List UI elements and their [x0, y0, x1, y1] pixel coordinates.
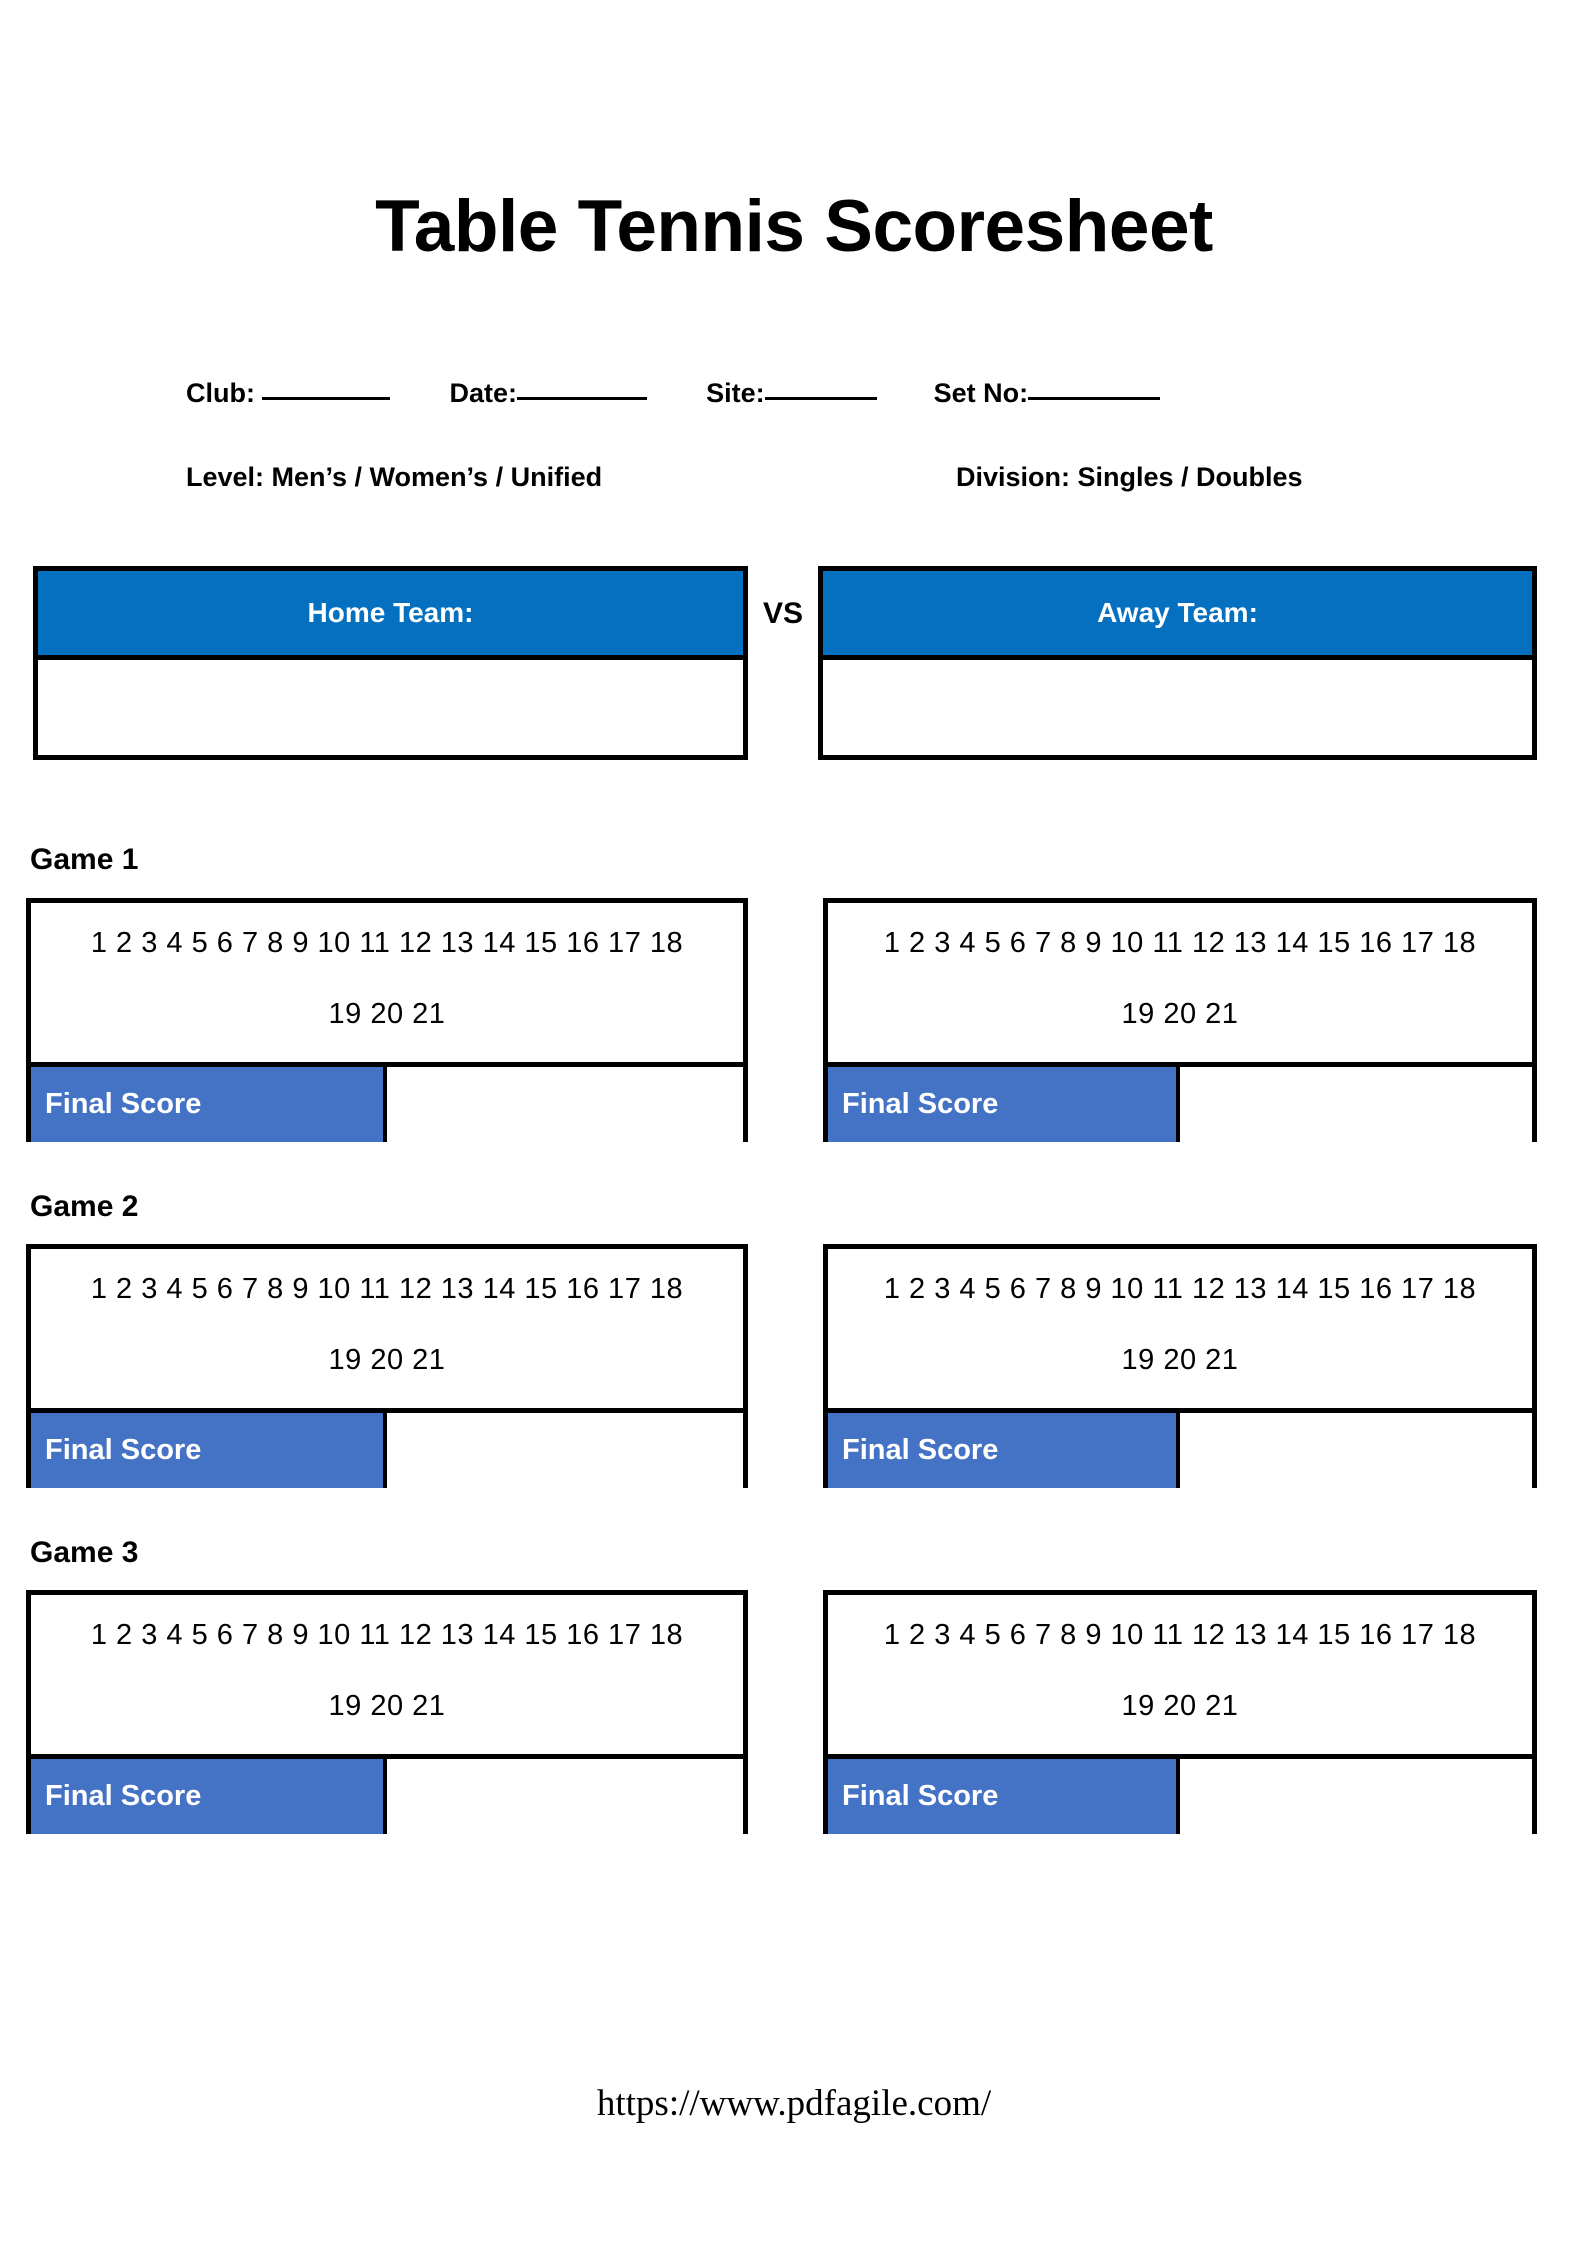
- level-division-row: Level: Men’s / Women’s / Unified Divisio…: [186, 462, 1406, 502]
- division-options[interactable]: Division: Singles / Doubles: [956, 462, 1303, 492]
- number-line-1: 1 2 3 4 5 6 7 8 9 10 11 12 13 14 15 16 1…: [90, 1619, 684, 1651]
- game-1-home-number-grid[interactable]: 1 2 3 4 5 6 7 8 9 10 11 12 13 14 15 16 1…: [31, 903, 743, 1067]
- game-2-away-number-grid[interactable]: 1 2 3 4 5 6 7 8 9 10 11 12 13 14 15 16 1…: [828, 1249, 1532, 1413]
- number-line-1: 1 2 3 4 5 6 7 8 9 10 11 12 13 14 15 16 1…: [883, 927, 1477, 959]
- away-team-box: Away Team:: [818, 566, 1537, 760]
- game-3-away-final-row: Final Score: [828, 1759, 1532, 1834]
- game-3-home-number-grid[interactable]: 1 2 3 4 5 6 7 8 9 10 11 12 13 14 15 16 1…: [31, 1595, 743, 1759]
- number-line-1: 1 2 3 4 5 6 7 8 9 10 11 12 13 14 15 16 1…: [883, 1619, 1477, 1651]
- final-score-label: Final Score: [828, 1759, 1180, 1834]
- game-3-label: Game 3: [30, 1536, 139, 1569]
- final-score-input[interactable]: [387, 1413, 743, 1488]
- final-score-input[interactable]: [387, 1067, 743, 1142]
- game-1-away-score-box: 1 2 3 4 5 6 7 8 9 10 11 12 13 14 15 16 1…: [823, 898, 1537, 1142]
- final-score-label: Final Score: [828, 1413, 1180, 1488]
- game-3-away-number-grid[interactable]: 1 2 3 4 5 6 7 8 9 10 11 12 13 14 15 16 1…: [828, 1595, 1532, 1759]
- final-score-input[interactable]: [1180, 1759, 1532, 1834]
- game-2-home-number-grid[interactable]: 1 2 3 4 5 6 7 8 9 10 11 12 13 14 15 16 1…: [31, 1249, 743, 1413]
- set-no-field: Set No:: [934, 378, 1161, 409]
- date-input-line[interactable]: [517, 397, 648, 400]
- set-no-label: Set No:: [933, 378, 1029, 408]
- final-score-input[interactable]: [387, 1759, 743, 1834]
- home-team-entry-field[interactable]: [38, 660, 743, 755]
- club-label: Club:: [186, 378, 263, 408]
- game-2-label: Game 2: [30, 1190, 139, 1223]
- game-1-home-score-box: 1 2 3 4 5 6 7 8 9 10 11 12 13 14 15 16 1…: [26, 898, 748, 1142]
- final-score-input[interactable]: [1180, 1413, 1532, 1488]
- site-label: Site:: [706, 378, 765, 408]
- number-line-2: 19 20 21: [1121, 1344, 1239, 1376]
- game-2-home-score-box: 1 2 3 4 5 6 7 8 9 10 11 12 13 14 15 16 1…: [26, 1244, 748, 1488]
- number-line-2: 19 20 21: [328, 1690, 446, 1722]
- away-team-entry-field[interactable]: [823, 660, 1532, 755]
- match-meta-row: Club: Date: Site: Set No:: [186, 378, 1406, 418]
- home-team-box: Home Team:: [33, 566, 748, 760]
- game-2-away-score-box: 1 2 3 4 5 6 7 8 9 10 11 12 13 14 15 16 1…: [823, 1244, 1537, 1488]
- level-options[interactable]: Level: Men’s / Women’s / Unified: [186, 462, 603, 492]
- footer-url[interactable]: https://www.pdfagile.com/: [596, 2083, 992, 2124]
- final-score-label: Final Score: [31, 1067, 387, 1142]
- club-field: Club:: [186, 378, 391, 409]
- number-line-1: 1 2 3 4 5 6 7 8 9 10 11 12 13 14 15 16 1…: [90, 927, 684, 959]
- number-line-1: 1 2 3 4 5 6 7 8 9 10 11 12 13 14 15 16 1…: [90, 1273, 684, 1305]
- game-1-away-number-grid[interactable]: 1 2 3 4 5 6 7 8 9 10 11 12 13 14 15 16 1…: [828, 903, 1532, 1067]
- final-score-label: Final Score: [31, 1413, 387, 1488]
- game-3-home-score-box: 1 2 3 4 5 6 7 8 9 10 11 12 13 14 15 16 1…: [26, 1590, 748, 1834]
- set-no-input-line[interactable]: [1028, 397, 1161, 400]
- away-team-header: Away Team:: [823, 571, 1532, 660]
- final-score-input[interactable]: [1180, 1067, 1532, 1142]
- date-field: Date:: [450, 378, 648, 409]
- number-line-2: 19 20 21: [328, 1344, 446, 1376]
- club-input-line[interactable]: [262, 397, 391, 400]
- number-line-2: 19 20 21: [328, 998, 446, 1030]
- game-3-away-score-box: 1 2 3 4 5 6 7 8 9 10 11 12 13 14 15 16 1…: [823, 1590, 1537, 1834]
- game-1-home-final-row: Final Score: [31, 1067, 743, 1142]
- page-title: Table Tennis Scoresheet: [375, 186, 1213, 267]
- game-1-label: Game 1: [30, 843, 139, 876]
- date-label: Date:: [449, 378, 518, 408]
- final-score-label: Final Score: [31, 1759, 387, 1834]
- home-team-header: Home Team:: [38, 571, 743, 660]
- game-2-away-final-row: Final Score: [828, 1413, 1532, 1488]
- number-line-2: 19 20 21: [1121, 1690, 1239, 1722]
- game-1-away-final-row: Final Score: [828, 1067, 1532, 1142]
- game-2-home-final-row: Final Score: [31, 1413, 743, 1488]
- site-input-line[interactable]: [764, 397, 877, 400]
- number-line-2: 19 20 21: [1121, 998, 1239, 1030]
- site-field: Site:: [706, 378, 877, 409]
- final-score-label: Final Score: [828, 1067, 1180, 1142]
- game-3-home-final-row: Final Score: [31, 1759, 743, 1834]
- number-line-1: 1 2 3 4 5 6 7 8 9 10 11 12 13 14 15 16 1…: [883, 1273, 1477, 1305]
- versus-label: VS: [762, 597, 804, 630]
